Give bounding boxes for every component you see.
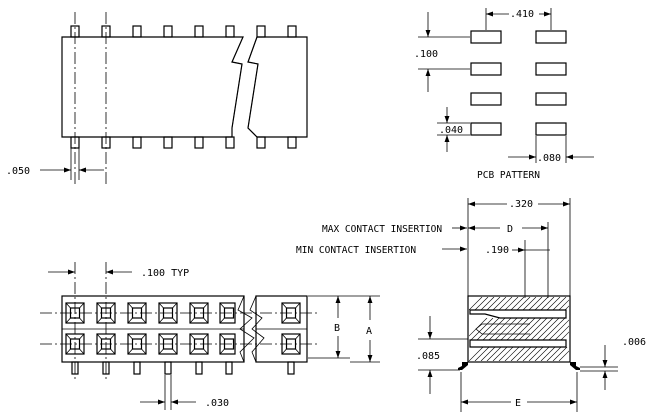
side-view-hatch [469, 297, 569, 361]
front-pins [71, 361, 295, 375]
pcb-pattern-view: .410 .100 .040 .080 PCB PATTERN [414, 8, 594, 181]
max-contact-insertion-label: MAX CONTACT INSERTION [322, 224, 442, 235]
pcb-pattern-label: PCB PATTERN [477, 170, 540, 181]
dim-b: B [334, 323, 340, 334]
dim-pcb-pitch: .100 [414, 49, 438, 60]
front-view: .100 TYP B A .030 [40, 262, 380, 410]
dim-height: .085 [416, 351, 440, 362]
dim-pitch-front: .100 TYP [141, 268, 189, 279]
dim-e: E [515, 398, 521, 409]
dim-pcb-row-spacing: .410 [510, 9, 534, 20]
pcb-pads-right [535, 30, 567, 136]
min-contact-insertion-label: MIN CONTACT INSERTION [296, 245, 416, 256]
side-view: MAX CONTACT INSERTION MIN CONTACT INSERT… [296, 198, 646, 412]
dim-lead-thickness: .006 [622, 337, 646, 348]
top-view-upper-pins [70, 25, 297, 38]
dim-pitch-top: .050 [6, 166, 30, 177]
top-view: .050 [6, 12, 308, 185]
dim-pcb-pad-width: .040 [439, 125, 463, 136]
pcb-pads-left [470, 30, 502, 136]
dim-d: D [507, 224, 513, 235]
dim-a: A [366, 326, 372, 337]
dim-pcb-pad-length: .080 [537, 153, 561, 164]
dim-min-contact-insertion: .190 [485, 245, 509, 256]
dim-max-contact-insertion: .320 [509, 199, 533, 210]
top-view-lower-pins [70, 136, 297, 149]
dim-pin-width: .030 [205, 398, 229, 409]
